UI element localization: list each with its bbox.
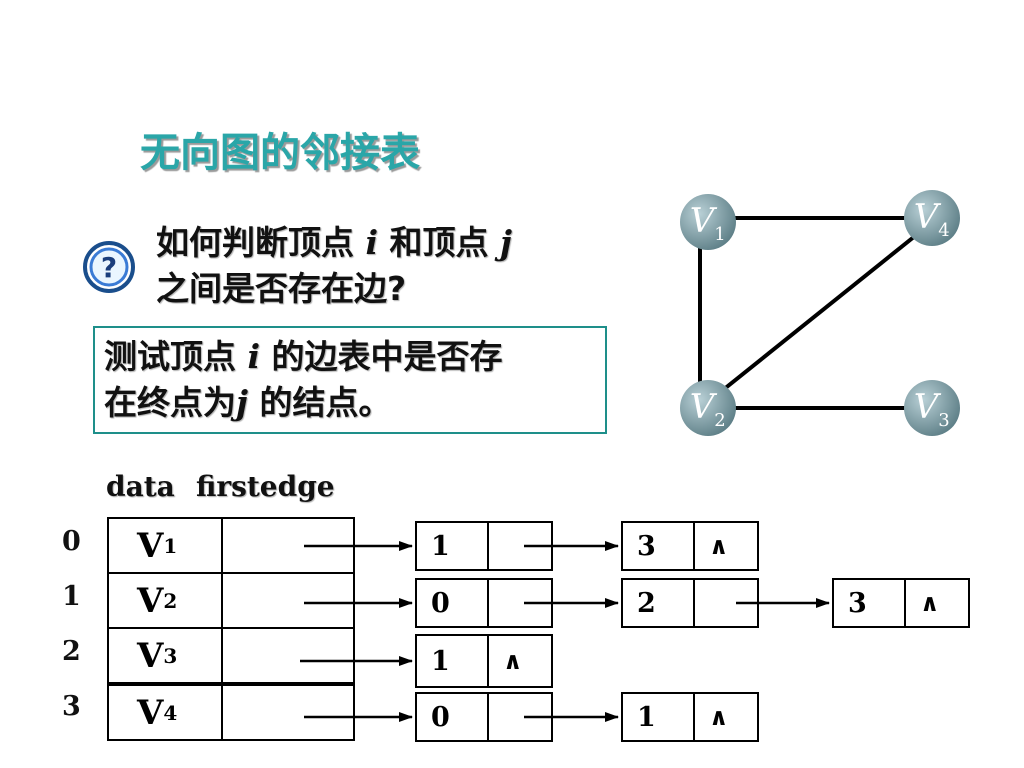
svg-text:1: 1 <box>714 224 725 245</box>
edge-v2-v4 <box>706 226 927 404</box>
question-mark-icon: ? <box>83 241 135 293</box>
edge-adjvex-cell: 1 <box>621 692 695 742</box>
graph-node-v2: V 2 <box>680 380 736 436</box>
header-firstedge: firstedge <box>196 470 335 503</box>
page-title: 无向图的邻接表 <box>140 130 420 176</box>
firstedge-cell <box>221 572 355 629</box>
question-part: 和顶点 <box>378 223 501 262</box>
svg-text:V: V <box>914 387 942 427</box>
vertex-i-label: i <box>247 337 261 376</box>
svg-text:2: 2 <box>714 410 725 431</box>
row-index: 0 <box>62 526 81 557</box>
answer-part: 的结点。 <box>247 383 392 422</box>
edge-adjvex-cell: 1 <box>415 634 489 688</box>
answer-part: 测试顶点 <box>104 337 248 376</box>
edge-next-cell: ∧ <box>693 692 759 742</box>
svg-text:V: V <box>690 387 718 427</box>
svg-text:V: V <box>914 197 942 237</box>
edge-adjvex-cell: 3 <box>832 578 906 628</box>
row-index: 1 <box>62 581 81 612</box>
question-text: 如何判断顶点 i 和顶点 j 之间是否存在边? <box>156 220 512 312</box>
vertex-i-label: i <box>365 223 379 262</box>
edge-adjvex-cell: 0 <box>415 578 489 628</box>
svg-text:?: ? <box>101 251 117 284</box>
question-part: 如何判断顶点 <box>156 223 366 262</box>
vertex-j-label: j <box>500 223 512 262</box>
firstedge-cell <box>221 627 355 684</box>
graph-node-v3: V 3 <box>904 380 960 436</box>
edge-next-cell: ∧ <box>693 521 759 571</box>
firstedge-cell <box>221 684 355 741</box>
svg-text:V: V <box>690 201 718 241</box>
row-index: 3 <box>62 691 81 722</box>
header-data: data <box>106 470 175 503</box>
answer-part: 的边表中是否存 <box>260 337 503 376</box>
svg-text:3: 3 <box>938 410 949 431</box>
graph-node-v4: V 4 <box>904 190 960 246</box>
undirected-graph: V 1 V 4 V 2 V 3 <box>680 190 960 436</box>
question-line-2: 之间是否存在边? <box>156 269 407 308</box>
row-index: 2 <box>62 636 81 667</box>
edge-next-cell: ∧ <box>904 578 970 628</box>
graph-node-v1: V 1 <box>680 194 736 250</box>
svg-text:4: 4 <box>938 220 949 241</box>
answer-text: 测试顶点 i 的边表中是否存 在终点为j 的结点。 <box>104 334 503 426</box>
answer-part: 在终点为 <box>104 383 236 422</box>
edge-next-cell: ∧ <box>487 634 553 688</box>
vertex-j-label: j <box>236 383 248 422</box>
edge-adjvex-cell: 1 <box>415 521 489 571</box>
answer-box <box>93 326 607 434</box>
